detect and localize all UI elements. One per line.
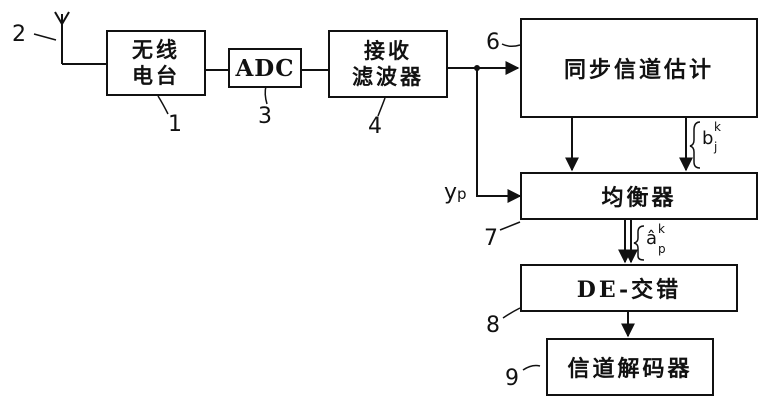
radio-number: 1 (168, 112, 182, 137)
sync-channel-estimation-label: 同步信道估计 (563, 57, 714, 83)
channel-coeff-sup: k (714, 120, 721, 134)
deinterleaver-block: DE-交错 (520, 264, 738, 312)
radio-block: 无线 电台 (106, 30, 206, 96)
adc-number: 3 (258, 104, 272, 129)
receive-filter-block: 接收 滤波器 (328, 30, 448, 98)
antenna-leader (33, 33, 57, 41)
brace-detected-symbols (633, 225, 645, 261)
pilot-signal-label: yp (444, 180, 467, 205)
leader-filter (377, 97, 386, 117)
leader-estimation (501, 43, 521, 48)
detected-symbols-sup: k (658, 222, 665, 236)
channel-decoder-number: 9 (505, 366, 519, 391)
equalizer-label: 均衡器 (601, 185, 677, 211)
deinterleaver-label: DE-交错 (576, 277, 682, 303)
leader-adc (264, 85, 268, 105)
detected-symbols-base: â (646, 228, 658, 249)
channel-decoder-label: 信道解码器 (567, 356, 693, 382)
channel-coeff-label: b k j (702, 120, 721, 154)
receive-filter-label-line2: 滤波器 (352, 64, 424, 89)
brace-channel-coeff (689, 121, 701, 169)
detected-symbols-sub: p (658, 242, 666, 256)
channel-decoder-block: 信道解码器 (546, 338, 714, 396)
sync-channel-estimation-number: 6 (486, 30, 500, 55)
leader-deinterleaver (502, 307, 521, 319)
adc-label: ADC (235, 54, 295, 82)
receive-filter-label-line1: 接收 (364, 37, 412, 63)
radio-label-line1: 无线 (132, 36, 180, 62)
pilot-signal-base: y (444, 180, 458, 205)
deinterleaver-number: 8 (486, 313, 500, 338)
antenna-number: 2 (12, 22, 26, 47)
sync-channel-estimation-block: 同步信道估计 (520, 18, 758, 118)
adc-block: ADC (228, 48, 302, 88)
channel-coeff-sub: j (714, 140, 718, 154)
leader-decoder (522, 364, 541, 371)
receive-filter-number: 4 (368, 114, 382, 139)
detected-symbols-label: â k p (646, 222, 666, 256)
equalizer-block: 均衡器 (520, 172, 758, 220)
leader-radio (157, 95, 169, 115)
pilot-signal-sub: p (457, 185, 467, 203)
channel-coeff-base: b (702, 128, 714, 149)
leader-equalizer (499, 221, 521, 231)
radio-label-line2: 电台 (132, 63, 180, 88)
antenna-icon (54, 11, 106, 65)
connector-filter-equalizer (476, 68, 522, 203)
equalizer-number: 7 (484, 226, 498, 251)
